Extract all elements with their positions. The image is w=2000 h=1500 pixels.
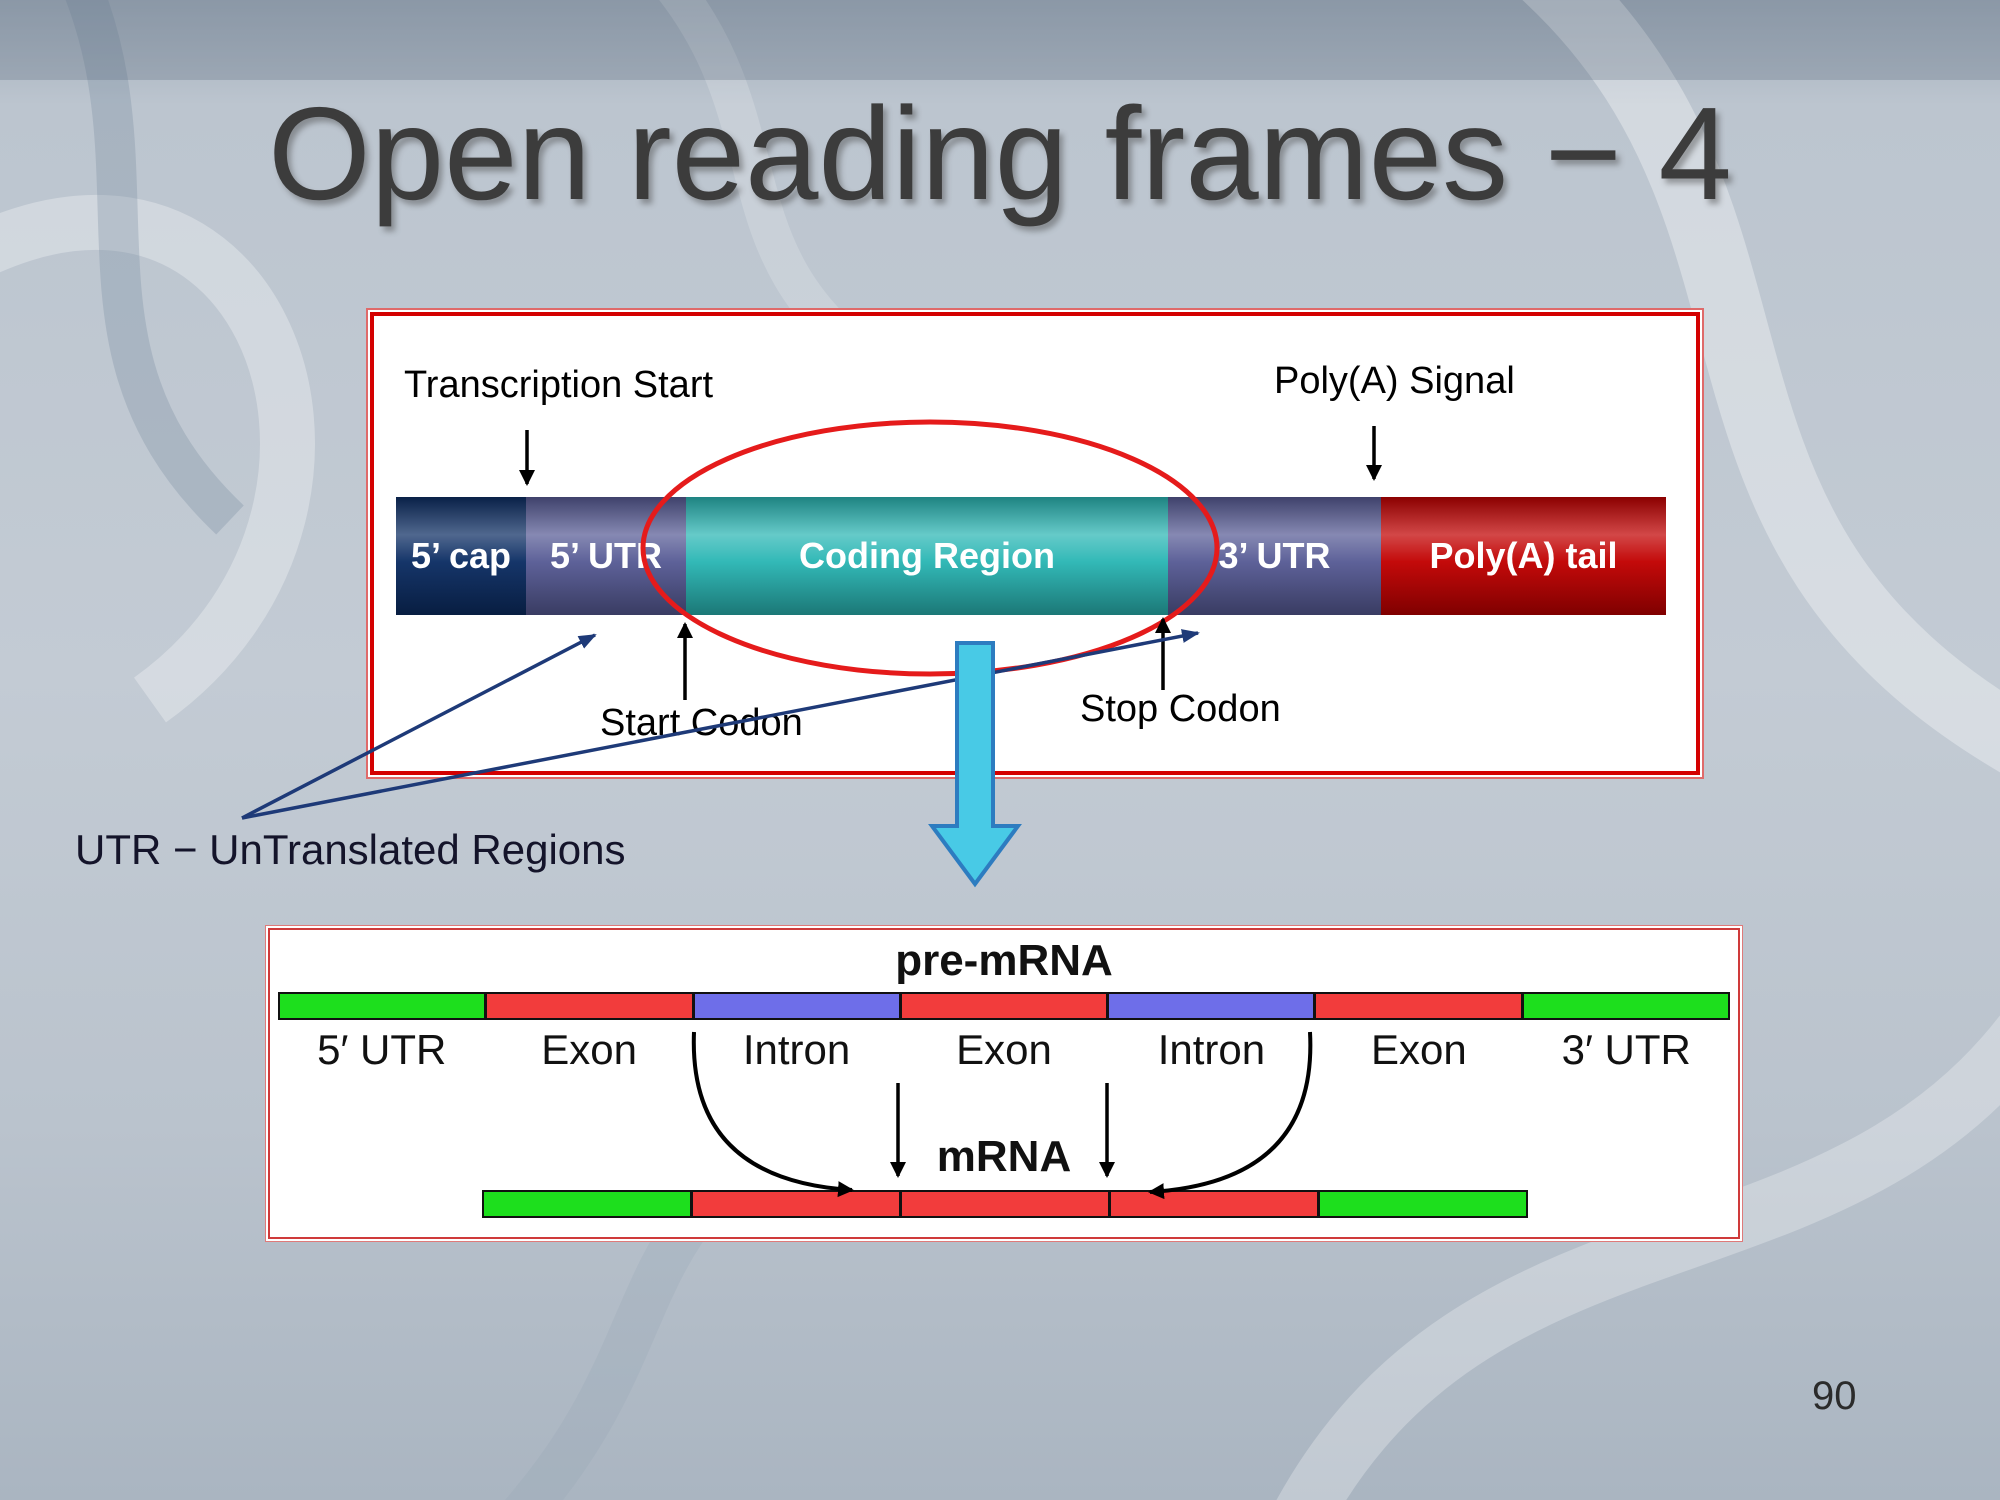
pre-mrna-segment-5utr (280, 994, 485, 1018)
pre-mrna-segment-label: Intron (1157, 1026, 1266, 1073)
mrna-segment-exon3 (1111, 1192, 1317, 1216)
segment-coding-region: Coding Region (686, 497, 1168, 615)
gene-structure-panel: Transcription Start Poly(A) Signal 5’ ca… (370, 312, 1700, 775)
segment-5-cap: 5’ cap (396, 497, 526, 615)
pre-mrna-bar (278, 992, 1730, 1020)
start-codon-label: Start Codon (600, 702, 803, 744)
pre-mrna-segment-exon1 (487, 994, 692, 1018)
dna-ribbon (0, 195, 315, 723)
dna-ribbon (65, 0, 244, 535)
mrna-bar (482, 1190, 1528, 1218)
mrna-segment-5utr (484, 1192, 690, 1216)
utr-note: UTR − UnTranslated Regions (75, 826, 626, 873)
transcription-start-label: Transcription Start (404, 364, 714, 406)
mrna-segment-3utr (1320, 1192, 1526, 1216)
splicing-panel: pre-mRNA 5′ UTR Exon Intron Exon Intron … (268, 928, 1740, 1239)
pre-mrna-segment-label: 5′ UTR (317, 1026, 447, 1073)
gene-bar: 5’ cap 5’ UTR Coding Region 3’ UTR Poly(… (396, 497, 1666, 615)
segment-3-utr: 3’ UTR (1168, 497, 1381, 615)
mrna-segment-exon2 (902, 1192, 1108, 1216)
top-shade (0, 0, 2000, 80)
slide-title: Open reading frames − 4 (268, 80, 1732, 227)
mrna-segment-exon1 (693, 1192, 899, 1216)
pre-mrna-segment-labels: 5′ UTR Exon Intron Exon Intron Exon 3′ U… (278, 1026, 1730, 1074)
pre-mrna-segment-label: Exon (956, 1026, 1052, 1073)
pre-mrna-segment-exon3 (1316, 994, 1521, 1018)
pre-mrna-segment-label: Exon (1370, 1026, 1467, 1073)
pre-mrna-segment-intron2 (1109, 994, 1314, 1018)
pre-mrna-segment-label: 3′ UTR (1561, 1026, 1691, 1073)
pre-mrna-segment-exon2 (901, 994, 1107, 1018)
pre-mrna-segment-intron1 (694, 994, 899, 1018)
pre-mrna-segment-3utr (1523, 994, 1728, 1018)
dna-ribbon (1276, 1015, 2000, 1500)
polya-signal-label: Poly(A) Signal (1274, 360, 1515, 402)
page-number: 90 (1812, 1374, 1857, 1418)
pre-mrna-segment-label: Exon (541, 1026, 637, 1073)
dna-ribbon (1522, 0, 2000, 773)
pre-mrna-title: pre-mRNA (895, 936, 1113, 985)
segment-5-utr: 5’ UTR (526, 497, 686, 615)
mrna-title: mRNA (936, 1132, 1072, 1181)
pre-mrna-segment-label: Intron (742, 1026, 851, 1073)
segment-polya-tail: Poly(A) tail (1381, 497, 1666, 615)
stop-codon-label: Stop Codon (1080, 688, 1281, 730)
